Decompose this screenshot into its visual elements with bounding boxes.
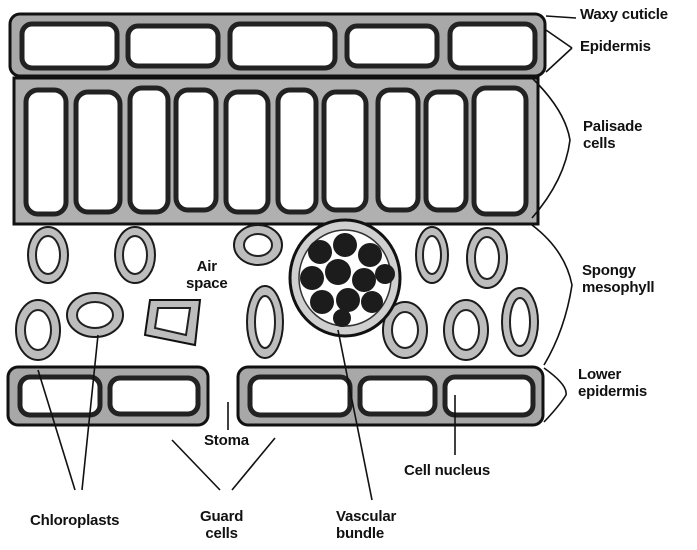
label-guard-line1: Guard: [200, 508, 243, 525]
label-epidermis: Epidermis: [580, 38, 651, 55]
label-waxy-cuticle: Waxy cuticle: [580, 6, 668, 23]
spongy-mesophyll: [16, 225, 538, 360]
lower-epidermis: [8, 367, 543, 425]
label-guard-cells: Guard cells: [200, 508, 243, 542]
palisade-layer: [14, 78, 538, 224]
label-air-line2: space: [186, 275, 228, 292]
label-cell-nucleus: Cell nucleus: [404, 462, 490, 479]
label-spongy-line2: mesophyll: [582, 279, 654, 296]
label-air-line1: Air: [186, 258, 228, 275]
label-air-space: Air space: [186, 258, 228, 292]
label-palisade-cells: Palisade cells: [583, 118, 642, 152]
label-palisade-line1: Palisade: [583, 118, 642, 135]
label-lower-line2: epidermis: [578, 383, 647, 400]
label-palisade-line2: cells: [583, 135, 642, 152]
label-vascular-line2: bundle: [336, 525, 396, 542]
label-spongy-line1: Spongy: [582, 262, 654, 279]
label-vascular-bundle: Vascular bundle: [336, 508, 396, 542]
label-spongy-mesophyll: Spongy mesophyll: [582, 262, 654, 296]
label-guard-line2: cells: [200, 525, 243, 542]
label-vascular-line1: Vascular: [336, 508, 396, 525]
vascular-bundle: [290, 220, 400, 336]
label-lower-line1: Lower: [578, 366, 647, 383]
label-lower-epidermis: Lower epidermis: [578, 366, 647, 400]
upper-epidermis: [10, 14, 545, 76]
label-chloroplasts: Chloroplasts: [30, 512, 119, 529]
label-stoma: Stoma: [204, 432, 249, 449]
